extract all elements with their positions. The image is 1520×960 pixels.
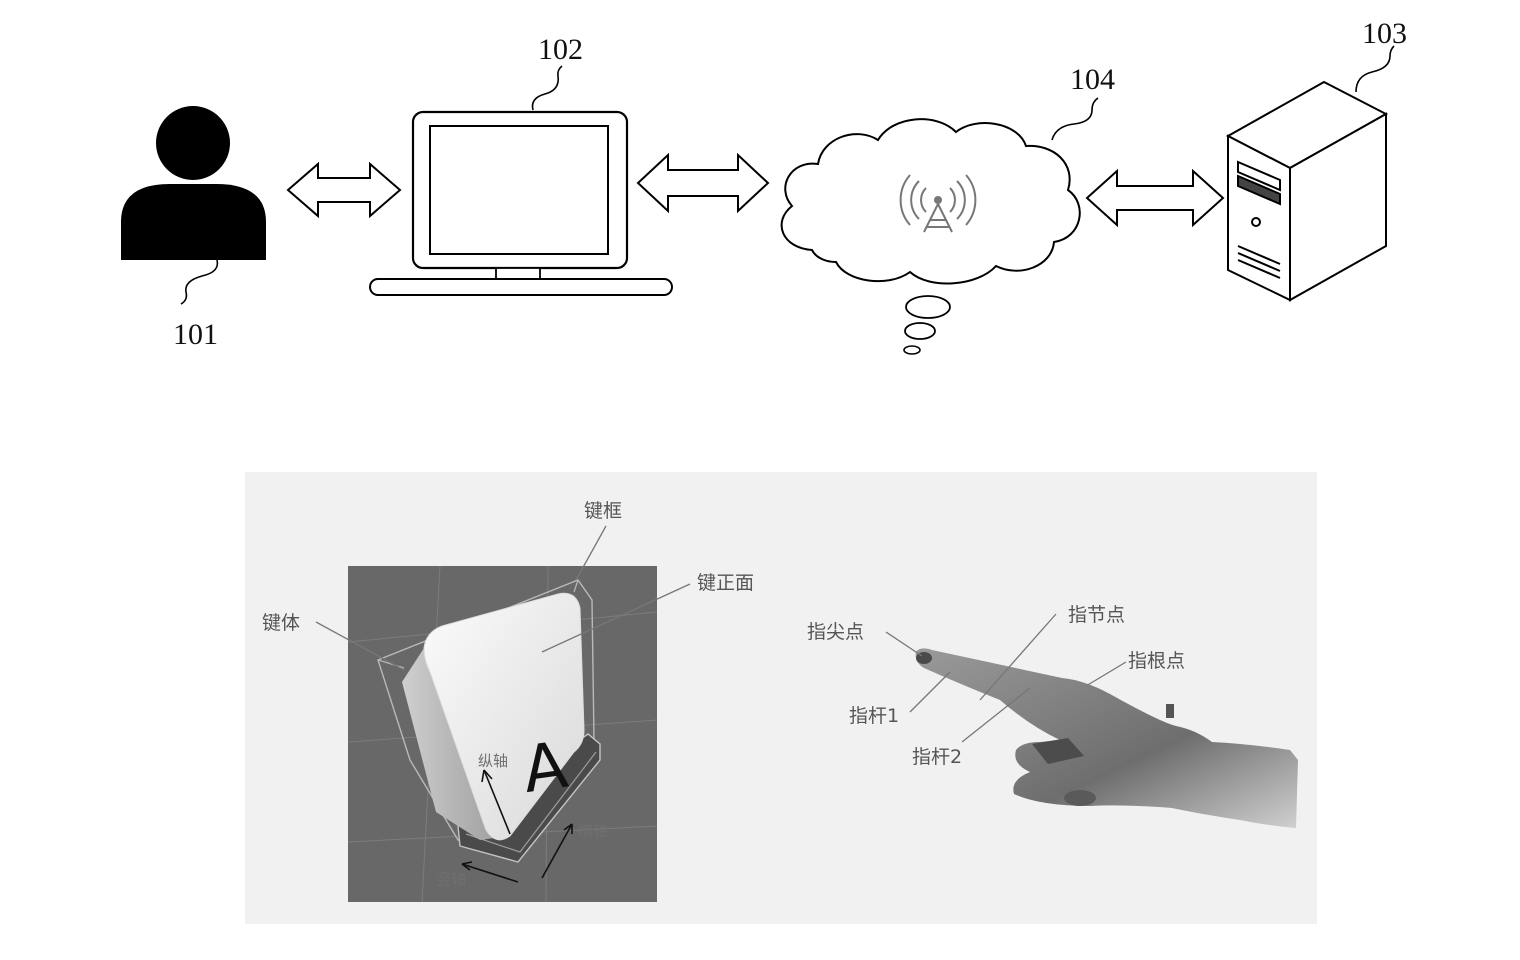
double-arrow-network-server <box>1085 168 1225 228</box>
key-face-leader <box>541 583 691 653</box>
longitudinal-axis-label: 纵轴 <box>478 752 508 770</box>
double-arrow-user-laptop <box>286 161 402 219</box>
user-ref-label: 101 <box>173 318 218 351</box>
finger-rod-1-leader <box>909 671 951 713</box>
user-icon <box>121 106 266 260</box>
system-architecture-diagram: 101 102 <box>121 17 1407 355</box>
key-face-label: 键正面 <box>697 572 754 594</box>
key-body-leader <box>315 621 405 671</box>
laptop-icon <box>369 110 673 296</box>
key-and-hand-illustration: A 纵轴 横轴 竖轴 键框 键正面 键体 指尖点 <box>245 472 1317 924</box>
knuckle-leader <box>979 613 1057 701</box>
server-tower-icon <box>1225 80 1389 302</box>
vertical-axis-label: 竖轴 <box>436 870 466 888</box>
fingertip-point-label: 指尖点 <box>807 621 864 643</box>
server-leader-line <box>1355 45 1395 93</box>
network-ref-label: 104 <box>1070 63 1115 96</box>
antenna-icon <box>899 174 977 233</box>
finger-rod-1-label: 指杆1 <box>849 705 899 727</box>
vertical-axis-arrow <box>461 863 519 883</box>
transverse-axis-label: 横轴 <box>578 822 608 840</box>
laptop-leader-line <box>531 65 563 111</box>
key-face <box>423 592 585 841</box>
laptop-ref-label: 102 <box>538 33 583 66</box>
virtual-key-panel: A 纵轴 横轴 竖轴 <box>347 565 658 903</box>
user-leader-line <box>180 259 219 305</box>
fingertip-leader <box>885 631 923 657</box>
knuckle-point-label: 指节点 <box>1068 604 1125 626</box>
network-cloud-icon <box>780 118 1081 355</box>
network-leader-line <box>1051 97 1099 141</box>
finger-root-leader <box>1085 661 1127 687</box>
finger-rod-2-leader <box>961 687 1031 743</box>
pointing-hand-icon <box>915 648 1298 828</box>
transverse-axis-arrow <box>541 823 573 879</box>
key-frame-leader <box>575 525 607 581</box>
finger-rod-2-label: 指杆2 <box>912 746 962 768</box>
key-frame-label: 键框 <box>584 500 622 522</box>
double-arrow-laptop-network <box>636 152 770 214</box>
server-ref-label: 103 <box>1362 17 1407 50</box>
longitudinal-axis-arrow <box>483 769 511 835</box>
key-character: A <box>518 729 572 808</box>
key-body-label: 键体 <box>262 612 300 634</box>
finger-root-point-label: 指根点 <box>1128 650 1185 672</box>
